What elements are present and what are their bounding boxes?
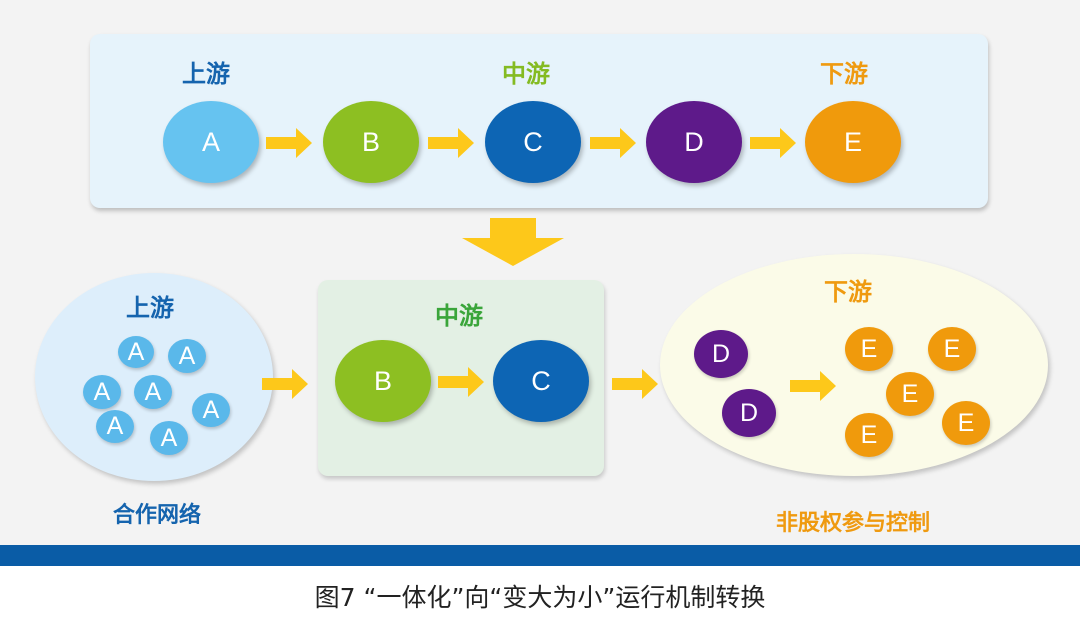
arrow-right-icon	[438, 367, 484, 397]
downstream-node-e: E	[845, 327, 893, 371]
bottom-downstream-label: 下游	[824, 279, 872, 306]
arrow-right-icon	[790, 371, 836, 401]
bottom-midstream-label: 中游	[435, 303, 483, 330]
cooperation-network-caption: 合作网络	[113, 502, 202, 527]
midstream-node-b: B	[335, 340, 431, 422]
arrow-right-icon	[612, 369, 658, 399]
upstream-node-a: A	[134, 375, 172, 409]
midstream-node-c: C	[493, 340, 589, 422]
upstream-node-a: A	[192, 393, 230, 427]
arrow-down-icon	[462, 218, 564, 266]
downstream-node-e: E	[928, 327, 976, 371]
diagram-canvas: 上游 中游 下游 A B C D E 上游 A A A A A A A 合作网络…	[0, 0, 1080, 545]
downstream-node-e: E	[886, 372, 934, 416]
non-equity-control-caption: 非股权参与控制	[776, 510, 931, 535]
arrow-right-icon	[428, 128, 474, 158]
top-node-a: A	[163, 101, 259, 183]
arrow-right-icon	[750, 128, 796, 158]
bottom-upstream-label: 上游	[126, 295, 174, 322]
top-downstream-label: 下游	[820, 61, 868, 88]
upstream-node-a: A	[83, 375, 121, 409]
top-upstream-label: 上游	[182, 61, 230, 88]
upstream-node-a: A	[168, 339, 206, 373]
arrow-right-icon	[266, 128, 312, 158]
downstream-node-e: E	[845, 413, 893, 457]
downstream-node-d: D	[694, 330, 748, 378]
top-midstream-label: 中游	[502, 61, 550, 88]
divider-bar	[0, 545, 1080, 566]
figure-caption: 图7 “一体化”向“变大为小”运行机制转换	[314, 583, 766, 612]
upstream-node-a: A	[118, 336, 154, 368]
arrow-right-icon	[262, 369, 308, 399]
downstream-node-d: D	[722, 389, 776, 437]
arrow-right-icon	[590, 128, 636, 158]
top-node-e: E	[805, 101, 901, 183]
top-node-c: C	[485, 101, 581, 183]
downstream-node-e: E	[942, 401, 990, 445]
upstream-node-a: A	[96, 410, 134, 443]
top-node-d: D	[646, 101, 742, 183]
top-node-b: B	[323, 101, 419, 183]
upstream-node-a: A	[150, 421, 188, 455]
